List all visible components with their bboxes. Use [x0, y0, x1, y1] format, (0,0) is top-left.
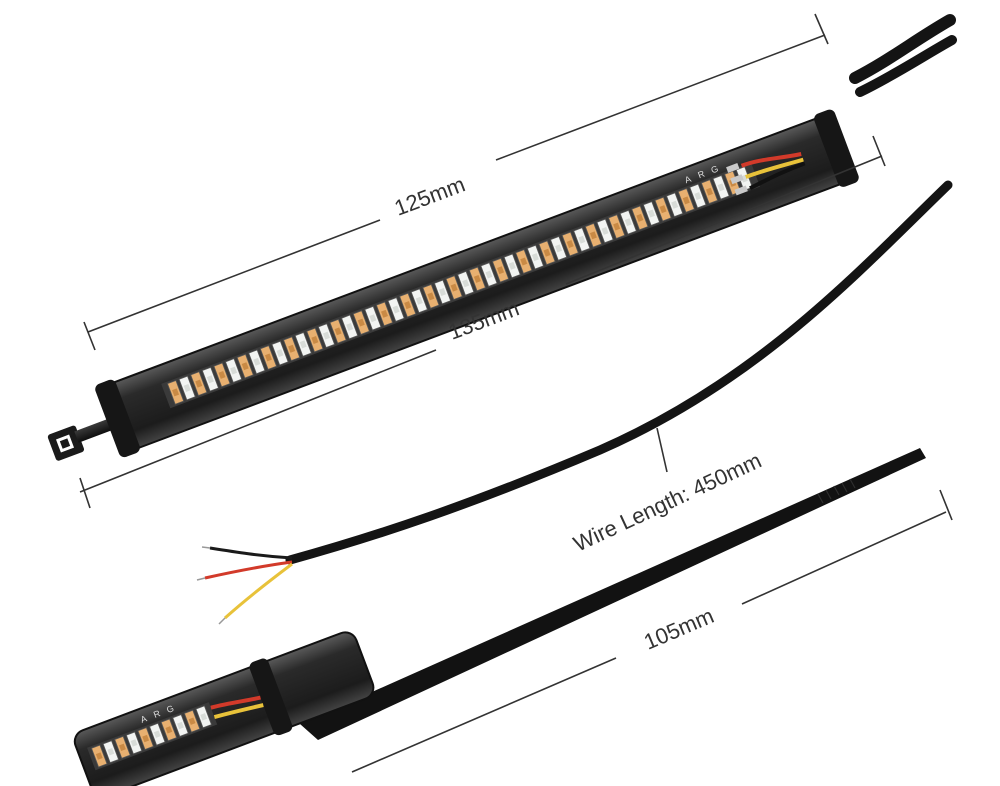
pcb-markings: A R G — [683, 164, 719, 186]
led-chip-core — [578, 235, 586, 244]
led-chip-core — [589, 231, 597, 240]
led-chip-core — [682, 196, 690, 205]
led-chip-core — [119, 743, 126, 752]
led-chip-core — [183, 384, 191, 392]
led-chip-core — [508, 261, 516, 270]
wire-length-marker — [656, 427, 668, 473]
led-chip-core — [130, 739, 138, 747]
cable-top — [849, 14, 956, 84]
led-chip-core — [555, 244, 563, 253]
marking-a: A — [683, 174, 692, 185]
led-chip-core — [450, 283, 458, 292]
label-125mm: 125mm — [391, 171, 468, 220]
led-chip-core — [636, 213, 644, 222]
led-chip-core — [613, 222, 621, 231]
led-chip-core — [276, 349, 284, 358]
led-chip-core — [241, 362, 249, 371]
led-chip-core — [172, 388, 180, 397]
led-chip-core — [415, 296, 423, 305]
led-chip-core — [188, 717, 196, 725]
led-chip-core — [346, 322, 354, 331]
marking-g-bottom: G — [165, 703, 175, 715]
led-chip-core — [485, 270, 493, 279]
led-chip-core — [288, 344, 296, 353]
stripped-wire-ends-icon — [196, 546, 293, 625]
led-chip-core — [439, 288, 447, 296]
label-105mm: 105mm — [640, 603, 717, 655]
led-chip-core — [462, 279, 470, 288]
led-chip-core — [253, 357, 261, 366]
led-chip-core — [200, 713, 208, 721]
cable-tie-long — [300, 448, 926, 740]
led-chip-core — [107, 747, 115, 756]
led-chip-core — [142, 734, 150, 743]
led-chip-core — [497, 266, 505, 275]
led-chip-core — [95, 752, 103, 760]
led-chip-core — [404, 301, 412, 310]
led-chip-core — [473, 274, 481, 283]
led-chip-core — [357, 318, 365, 327]
led-chip-core — [566, 240, 574, 248]
tie-ribs — [817, 478, 856, 504]
led-chip-core — [264, 353, 272, 362]
led-chip-core — [195, 379, 203, 388]
led-chip-core — [380, 309, 388, 318]
led-chip-core — [299, 340, 307, 349]
led-chip-core — [624, 218, 632, 227]
led-chip-core — [322, 331, 330, 340]
led-chip-core — [531, 253, 539, 262]
led-chip-core — [153, 730, 161, 738]
led-chip-core — [392, 305, 400, 314]
led-chip-core — [543, 248, 551, 257]
led-chip-core — [334, 327, 342, 336]
led-chip-core — [230, 366, 238, 375]
led-chip-core — [705, 187, 713, 196]
led-row — [166, 166, 753, 405]
led-chip-core — [165, 726, 173, 734]
cable-top-2 — [855, 35, 957, 97]
led-chip-core — [369, 314, 377, 323]
led-chip-core — [659, 205, 667, 214]
led-chip-core — [206, 375, 214, 384]
led-chip-core — [427, 292, 435, 301]
marking-a-bottom: A — [139, 713, 148, 724]
led-chip-core — [177, 721, 184, 730]
marking-g: G — [710, 164, 720, 176]
led-chip-core — [601, 226, 609, 235]
wire-cable — [285, 180, 953, 565]
led-chip-core — [218, 370, 226, 379]
led-chip-core — [671, 200, 679, 209]
led-chip-core — [647, 209, 655, 218]
led-chip-core — [717, 183, 725, 192]
led-strip-main: A R G — [47, 109, 859, 461]
led-row-bottom — [90, 705, 212, 768]
led-chip-core — [311, 336, 319, 344]
led-chip-core — [694, 192, 702, 201]
dimension-105mm: 105mm — [351, 489, 953, 773]
marking-r: R — [696, 168, 706, 180]
led-strip-bottom: A R G — [73, 631, 375, 786]
marking-r-bottom: R — [152, 708, 162, 720]
led-chip-core — [520, 257, 528, 266]
